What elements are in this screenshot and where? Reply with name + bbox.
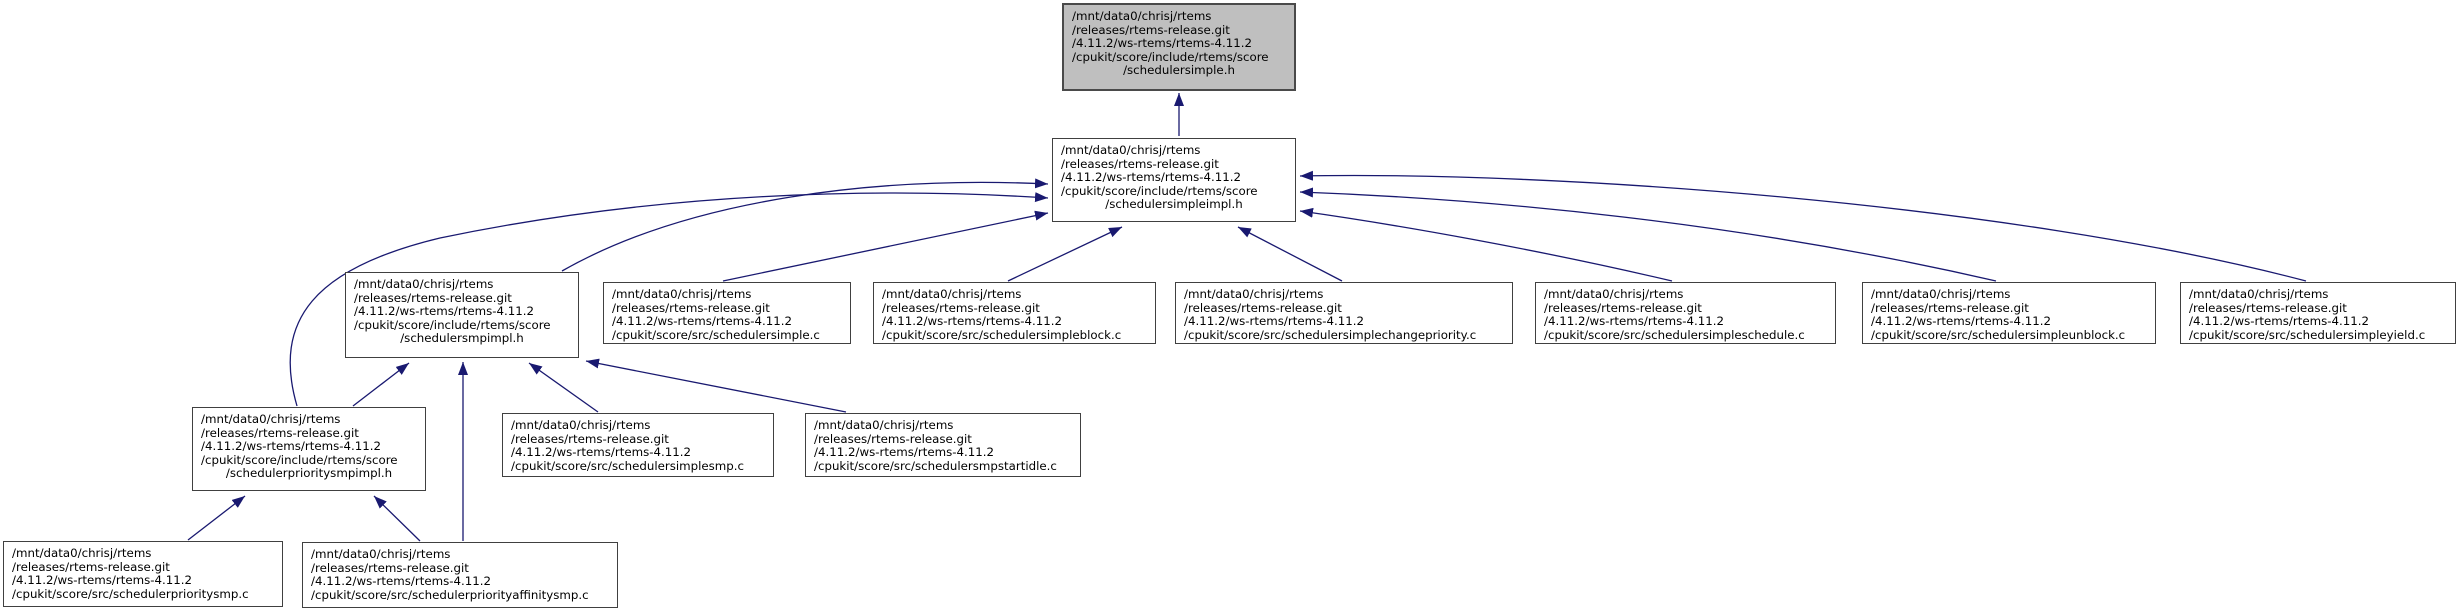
node-schedulersimpleimpl-h[interactable]: /mnt/data0/chrisj/rtems /releases/rtems-…: [1052, 138, 1296, 222]
node-schedulersimple-h[interactable]: /mnt/data0/chrisj/rtems /releases/rtems-…: [1062, 3, 1296, 91]
edge-simpleyield-to-simpleimpl: [1299, 170, 2307, 282]
node-schedulersimpleschedule-c[interactable]: /mnt/data0/chrisj/rtems /releases/rtems-…: [1535, 282, 1836, 344]
node-schedulerprioritysmp-c[interactable]: /mnt/data0/chrisj/rtems /releases/rtems-…: [3, 541, 283, 607]
node-schedulersimplechangepriority-c[interactable]: /mnt/data0/chrisj/rtems /releases/rtems-…: [1175, 282, 1513, 344]
node-schedulerpriorityaffinitysmp-c[interactable]: /mnt/data0/chrisj/rtems /releases/rtems-…: [302, 542, 618, 608]
node-schedulersimpleunblock-c[interactable]: /mnt/data0/chrisj/rtems /releases/rtems-…: [1862, 282, 2156, 344]
edge-smpstartidle-to-smpimpl: [585, 358, 847, 413]
edge-simple-c-to-simpleimpl: [722, 210, 1049, 282]
node-schedulerprioritysmpimpl-h[interactable]: /mnt/data0/chrisj/rtems /releases/rtems-…: [192, 407, 426, 491]
node-schedulersimple-c[interactable]: /mnt/data0/chrisj/rtems /releases/rtems-…: [603, 282, 851, 344]
node-schedulersimpleyield-c[interactable]: /mnt/data0/chrisj/rtems /releases/rtems-…: [2180, 282, 2456, 344]
node-schedulersimpleblock-c[interactable]: /mnt/data0/chrisj/rtems /releases/rtems-…: [873, 282, 1156, 344]
edge-priorityaffinitysmp-to-prioritysmpimpl: [373, 495, 421, 542]
edge-simpleschedule-to-simpleimpl: [1299, 207, 1673, 282]
edge-simplechangepriority-to-simpleimpl: [1237, 226, 1343, 282]
edge-simpleblock-to-simpleimpl: [1007, 226, 1123, 282]
node-schedulersmpimpl-h[interactable]: /mnt/data0/chrisj/rtems /releases/rtems-…: [345, 272, 579, 358]
edge-simplesmp-to-smpimpl: [528, 362, 599, 413]
edge-simpleunblock-to-simpleimpl: [1299, 187, 1997, 282]
node-schedulersimplesmp-c[interactable]: /mnt/data0/chrisj/rtems /releases/rtems-…: [502, 413, 774, 477]
node-schedulersmpstartidle-c[interactable]: /mnt/data0/chrisj/rtems /releases/rtems-…: [805, 413, 1081, 477]
edge-smpimpl-to-simpleimpl: [561, 178, 1049, 272]
edge-prioritysmp-to-prioritysmpimpl: [187, 495, 246, 541]
edge-prioritysmpimpl-to-smpimpl: [352, 362, 410, 407]
edge-prioritysmpimpl-to-simpleimpl: [289, 192, 1049, 407]
